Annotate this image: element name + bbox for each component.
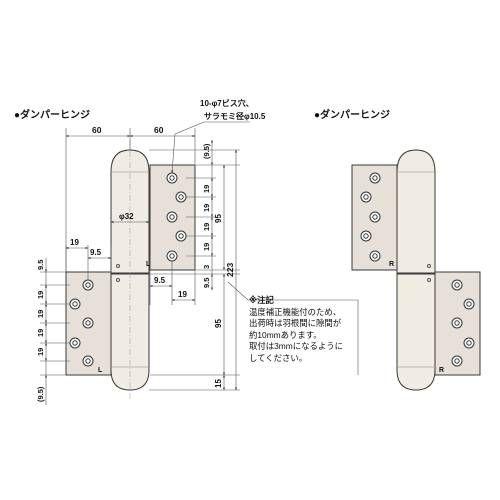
screw-hole [451, 355, 463, 367]
note-line: 温度補正機能付のため、 [249, 306, 342, 317]
screw-hole [166, 211, 178, 223]
upper-leaf-mark: R [389, 261, 394, 268]
note-line: 約10mmあります。 [249, 329, 322, 340]
barrel-upper [396, 149, 436, 274]
dim-chain-item: 19 [202, 204, 211, 212]
dim-left-vertical: 19 [36, 291, 45, 299]
lower-leaf-mark: L [98, 367, 103, 374]
screw-hole [82, 317, 94, 329]
screw-hole [82, 279, 94, 291]
note-line: してください。 [249, 352, 308, 363]
left-diagram-title: ●ダンパーヒンジ [14, 110, 91, 121]
screw-hole [360, 191, 372, 203]
screw-hole [360, 230, 372, 242]
dim-chain-item: 3 [202, 265, 211, 269]
installation-note: ※注記 温度補正機能付のため、 出荷時は羽根間に隙間が 約10mmあります。 取… [249, 295, 374, 364]
screw-hole [369, 172, 381, 184]
screw-hole [69, 298, 81, 310]
dim-chain-item: (9.5) [202, 143, 211, 159]
upper-leaf-mark: L [146, 261, 151, 268]
screw-hole [69, 337, 81, 349]
dim-left-vertical: 19 [36, 348, 45, 356]
screw-hole [82, 355, 94, 367]
note-title: ※注記 [249, 295, 274, 305]
dim-top-left: 60 [92, 125, 102, 135]
screw-hole [166, 250, 178, 262]
dim-top-right: 60 [154, 125, 164, 135]
dim-chain-item: 19 [202, 185, 211, 193]
screw-hole [166, 172, 178, 184]
dim-left-vertical: 19 [36, 310, 45, 318]
screw-hole [451, 279, 463, 291]
screw-hole [369, 250, 381, 262]
right-hinge: R R [351, 149, 481, 391]
dim-bottom-15: 15 [214, 379, 223, 388]
screw-hole [175, 230, 187, 242]
screw-hole [369, 211, 381, 223]
screw-hole [175, 191, 187, 203]
note-line: 出荷時は羽根間に隙間が [249, 318, 342, 328]
dim-pin-diameter: φ32 [119, 212, 134, 221]
callout-line1: 10-φ7ビス穴、 [200, 98, 254, 108]
dim-left-spacing-19: 19 [70, 238, 79, 247]
screw-hole [451, 317, 463, 329]
note-line: 取付は3mmになるように [249, 341, 343, 351]
dim-upper-bottom-9-5: 9.5 [154, 276, 166, 285]
dim-right-95: 95 [214, 214, 223, 223]
callout-line2: サラモミ径φ10.5 [204, 111, 266, 121]
dim-overall-223: 223 [225, 263, 235, 277]
dim-lower-95: 95 [214, 319, 223, 328]
screw-hole [463, 337, 475, 349]
dim-upper-bottom-19: 19 [178, 290, 187, 299]
screw-hole [463, 298, 475, 310]
dim-left-vertical: 9.5 [36, 260, 45, 270]
lower-leaf-mark: R [439, 367, 444, 374]
dim-chain-item: 9.5 [202, 278, 211, 288]
dim-left-spacing-9-5: 9.5 [90, 248, 102, 257]
dim-chain-item: 19 [202, 243, 211, 251]
dim-left-vertical: 19 [36, 329, 45, 337]
dim-left-vertical: (9.5) [36, 386, 45, 402]
barrel-lower [396, 273, 436, 391]
dim-chain-item: 19 [202, 223, 211, 231]
right-diagram-title: ●ダンパーヒンジ [314, 110, 391, 121]
left-hinge: L L [36, 98, 359, 405]
